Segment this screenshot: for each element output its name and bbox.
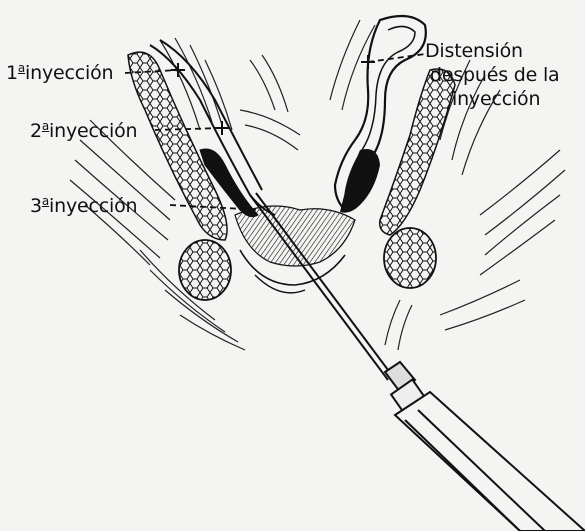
injection-point-marks [171,55,375,135]
third-injection-label: 3ainyección [30,195,137,216]
distension-label-line2: después de la [430,66,560,85]
distension-label-line3: inyección [452,90,540,109]
syringe [385,362,585,531]
distension-label-line1: Distensión [425,42,523,61]
right-fat-lobe [384,228,436,288]
second-injection-label: 2ainyección [30,120,137,141]
first-injection-label: 1ainyección [6,62,113,83]
left-fat-column [128,52,227,240]
right-rectal-wall [340,149,380,213]
sphincter-region [235,206,355,266]
left-fat-lobe [179,240,231,300]
right-fat-column [380,69,455,235]
